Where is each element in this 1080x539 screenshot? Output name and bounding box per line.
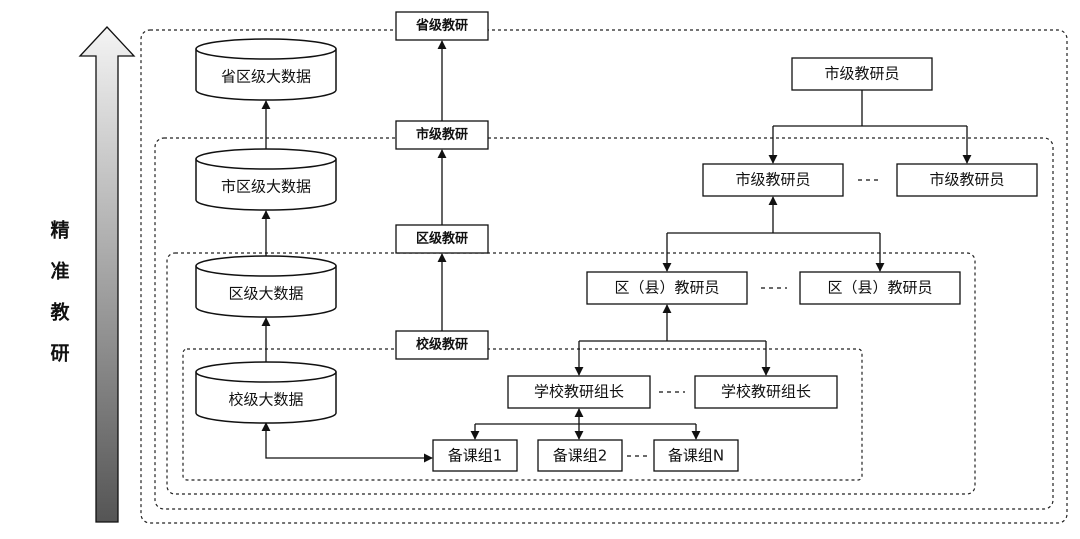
role-label: 区（县）教研员 <box>614 279 719 297</box>
role-city-right: 市级教研员 <box>896 163 1038 197</box>
level-label: 区级教研 <box>416 231 468 247</box>
database-city: 市区级大数据 <box>195 148 337 211</box>
database-province: 省区级大数据 <box>195 38 337 101</box>
district-level-frame <box>166 252 976 495</box>
role-label: 学校教研组长 <box>534 383 624 401</box>
side-label: 精 准 教 研 <box>50 219 70 365</box>
level-box-province: 省级教研 <box>395 11 489 41</box>
city-level-frame <box>154 137 1054 510</box>
database-label: 市区级大数据 <box>221 178 311 196</box>
connector-district-school <box>574 304 771 376</box>
province-level-frame <box>140 29 1068 524</box>
school-level-frame <box>182 348 863 481</box>
level-box-school: 校级教研 <box>395 330 489 360</box>
group-label: 备课组N <box>668 447 724 465</box>
database-label: 省区级大数据 <box>221 68 311 86</box>
connector-city-top <box>768 90 972 164</box>
role-district-right: 区（县）教研员 <box>799 271 961 305</box>
role-label: 市级教研员 <box>735 171 810 189</box>
level-label: 校级教研 <box>416 337 468 353</box>
level-box-city: 市级教研 <box>395 120 489 150</box>
side-label-char: 教 <box>50 301 70 324</box>
connector-city-district <box>662 196 885 272</box>
connector-db-school-group1 <box>261 422 433 463</box>
side-label-char: 精 <box>50 219 69 242</box>
role-city-left: 市级教研员 <box>702 163 844 197</box>
database-district: 区级大数据 <box>195 255 337 318</box>
prep-group-1: 备课组1 <box>432 439 518 472</box>
side-label-char: 准 <box>50 261 69 283</box>
group-label: 备课组1 <box>448 447 503 465</box>
level-label: 市级教研 <box>416 127 468 143</box>
role-label: 学校教研组长 <box>721 383 811 401</box>
group-label: 备课组2 <box>553 447 608 465</box>
level-label: 省级教研 <box>415 18 468 34</box>
role-label: 市级教研员 <box>824 65 899 83</box>
database-label: 区级大数据 <box>228 285 303 303</box>
database-school: 校级大数据 <box>195 361 337 424</box>
role-school-right: 学校教研组长 <box>694 375 838 409</box>
side-label-char: 研 <box>50 343 69 365</box>
precision-research-arrow <box>78 26 136 523</box>
role-label: 市级教研员 <box>929 171 1004 189</box>
role-city-top: 市级教研员 <box>791 57 933 91</box>
role-school-left: 学校教研组长 <box>507 375 651 409</box>
role-label: 区（县）教研员 <box>827 279 932 297</box>
role-district-left: 区（县）教研员 <box>586 271 748 305</box>
prep-group-2: 备课组2 <box>537 439 623 472</box>
prep-group-n: 备课组N <box>653 439 739 472</box>
database-label: 校级大数据 <box>228 391 303 409</box>
level-box-district: 区级教研 <box>395 224 489 254</box>
connector-school-groups <box>470 408 701 440</box>
